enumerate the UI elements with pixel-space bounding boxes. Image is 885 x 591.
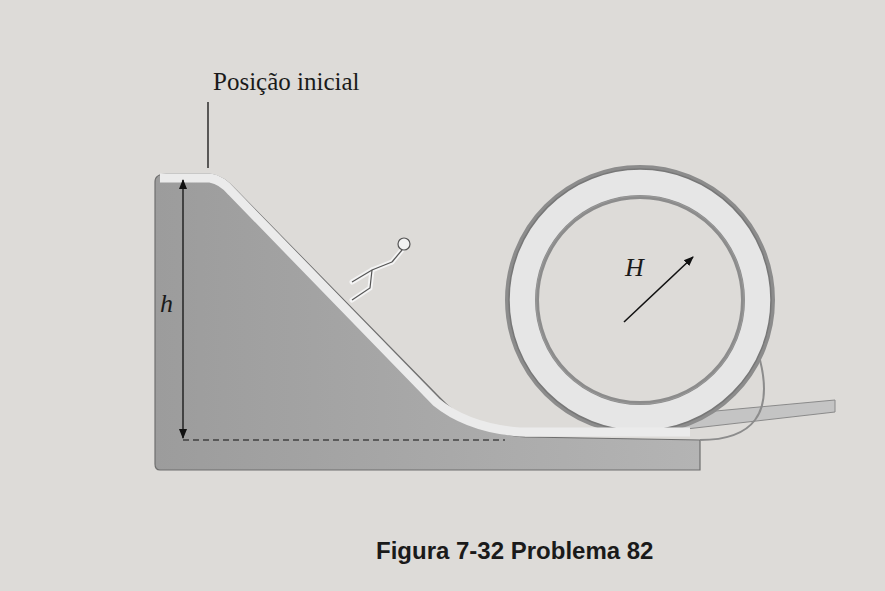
height-label: h — [160, 290, 173, 319]
figure-caption: Figura 7-32 Problema 82 — [376, 538, 653, 564]
radius-label: H — [625, 254, 644, 283]
position-label: Posição inicial — [213, 68, 360, 96]
